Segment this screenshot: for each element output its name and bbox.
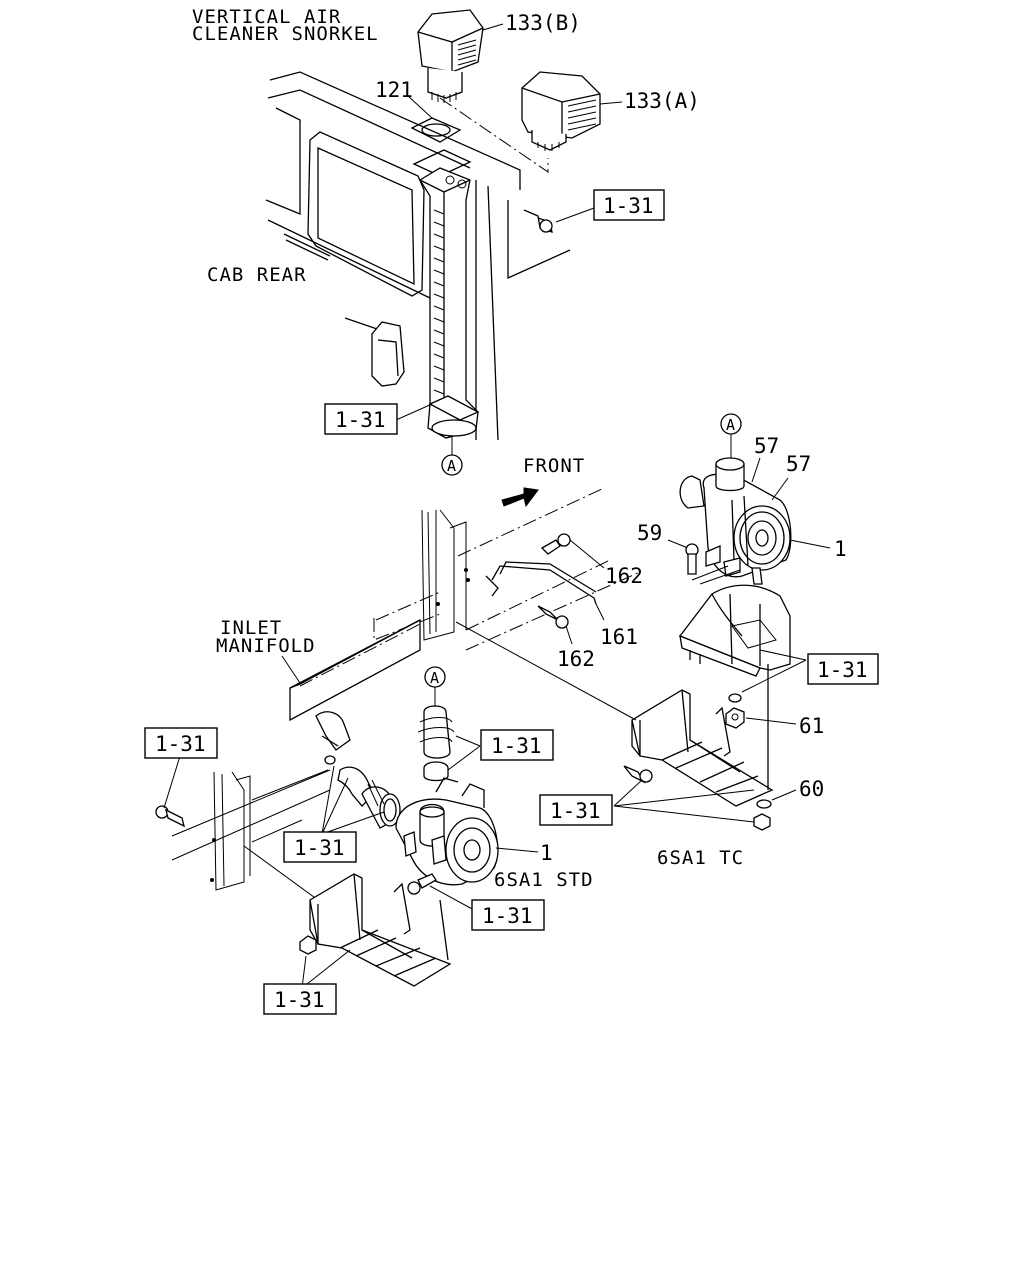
frame-rail-middle: [373, 487, 641, 651]
ref-box-std-bolt-text: 1-31: [482, 904, 533, 928]
inlet-label-line2: MANIFOLD: [216, 635, 316, 657]
part-61-label: 61: [799, 714, 824, 738]
std-hose-drawing: [417, 705, 455, 782]
part-1-tc-label: 1: [834, 537, 847, 561]
tc-bracket-bolt: [623, 765, 653, 784]
nut-61: [725, 707, 745, 729]
ref-box-tc-bolts-text: 1-31: [550, 799, 601, 823]
vertical-air-label-line2: CLEANER SNORKEL: [192, 23, 379, 45]
inlet-label-line1: INLET: [220, 617, 282, 639]
snorkel-cap-133a-drawing: [521, 71, 623, 151]
part-57a-label: 57: [754, 434, 779, 458]
inlet-manifold-drawing: [289, 618, 421, 751]
part-1-std-label: 1: [540, 841, 553, 865]
bolt-59: [685, 543, 699, 575]
part-121-label: 121: [375, 78, 413, 102]
vertical-air-label-line1: VERTICAL AIR: [192, 6, 341, 28]
ref-box-elbow: [283, 831, 357, 863]
callout-a-snorkel: [441, 454, 463, 476]
ref-box-hose-clamp: [480, 729, 554, 761]
std-air-cleaner-drawing: [395, 777, 499, 886]
std-bracket-nut: [299, 935, 317, 955]
part-133a-label: 133(A): [624, 89, 700, 113]
part-59-label: 59: [637, 521, 662, 545]
washer-icon: [728, 693, 742, 703]
vertical-snorkel-tube: [419, 167, 480, 439]
std-elbow-drawing: [324, 755, 401, 829]
nut-tc-lower: [753, 813, 771, 831]
clamp-121-drawing: [410, 117, 472, 177]
ref-box-hose-clamp-text: 1-31: [491, 734, 542, 758]
tc-mount-bracket: [678, 584, 791, 677]
frame-rail-lower: [171, 769, 331, 901]
bracket-rod-161: [485, 561, 597, 605]
ref-box-elbow-text: 1-31: [294, 836, 345, 860]
washer-60-icon: [756, 799, 772, 809]
part-60-label: 60: [799, 777, 824, 801]
part-162-upper-label: 162: [605, 564, 643, 588]
ref-box-top-right: [593, 189, 665, 221]
ref-box-tc-bolts: [539, 794, 613, 826]
part-162-lower-label: 162: [557, 647, 595, 671]
ref-box-tc-bracket-text: 1-31: [817, 658, 868, 682]
ref-box-left-bolt-text: 1-31: [155, 732, 206, 756]
front-arrow-icon: [501, 487, 539, 508]
snorkel-cap-133b-drawing: [417, 9, 504, 103]
ref-box-std-bracket-text: 1-31: [274, 988, 325, 1012]
snorkel-bolt: [523, 207, 595, 233]
std-mount-bracket: [309, 873, 452, 987]
std-bracket-bolt: [407, 873, 437, 895]
front-label: FRONT: [523, 455, 585, 477]
cab-rear-outline: [265, 71, 571, 441]
ref-box-tc-bracket: [807, 653, 879, 685]
left-bolt: [155, 805, 185, 828]
callout-a-std-text: A: [430, 669, 439, 687]
ref-box-left-bolt: [144, 727, 218, 759]
cab-rear-label: CAB REAR: [207, 264, 307, 286]
tc-air-cleaner-drawing: [679, 457, 792, 585]
part-133b-label: 133(B): [505, 11, 581, 35]
ref-box-top-right-text: 1-31: [603, 194, 654, 218]
tc-lower-bracket: [455, 621, 774, 807]
callout-a-tc-text: A: [726, 416, 735, 434]
bolt-162-lower: [537, 605, 569, 629]
callout-a-snorkel-text: A: [447, 457, 456, 475]
part-161-label: 161: [600, 625, 638, 649]
tc-variant-label: 6SA1 TC: [657, 847, 744, 869]
ref-box-snorkel-base: [324, 403, 398, 435]
ref-box-std-bolt: [471, 899, 545, 931]
part-57b-label: 57: [786, 452, 811, 476]
bolt-162-upper: [540, 533, 571, 555]
ref-box-snorkel-base-text: 1-31: [335, 408, 386, 432]
std-variant-label: 6SA1 STD: [494, 869, 594, 891]
ref-box-std-bracket: [263, 983, 337, 1015]
